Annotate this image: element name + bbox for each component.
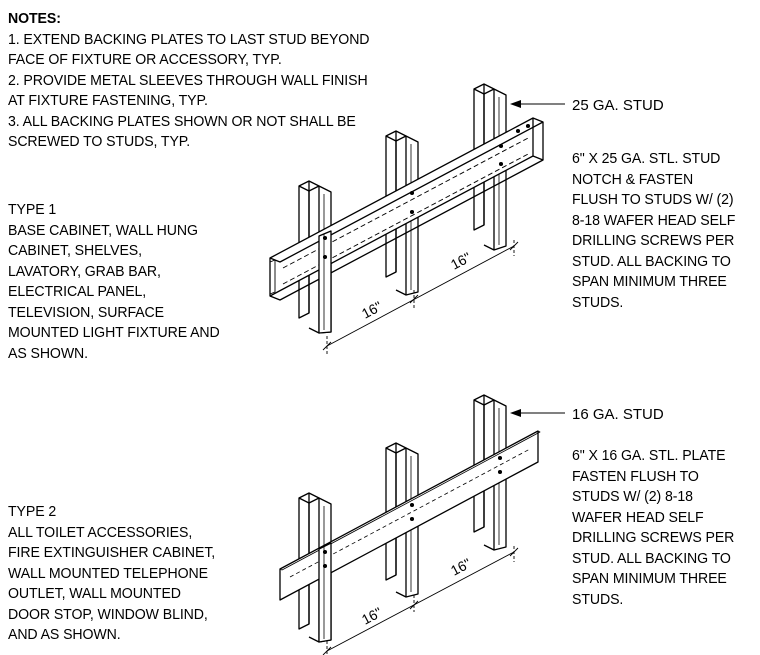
note-line: 3. ALL BACKING PLATES SHOWN OR NOT SHALL… [8,112,356,130]
type1-leader [510,100,565,108]
type2-assembly: 16" 16" 16 GA. STUD [279,394,664,655]
type1-description: TYPE 1 BASE CABINET, WALL HUNG CABINET, … [8,200,220,364]
backing-line: DRILLING SCREWS PER [572,232,735,249]
type2-line: AND AS SHOWN. [8,626,121,643]
type1-stud-label: 25 GA. STUD [572,97,664,114]
backing-line: STUDS W/ (2) 8-18 [572,488,693,505]
type1-line: AS SHOWN. [8,344,88,362]
type1-dim-right: 16" [448,249,474,273]
type1-dim-left: 16" [359,298,385,322]
backing-line: STUD. ALL BACKING TO [572,549,731,567]
type2-backing-plate [279,430,541,643]
type1-title: TYPE 1 [8,201,57,218]
type2-backing-note: 6" X 16 GA. STL. PLATE FASTEN FLUSH TO S… [572,446,734,610]
backing-line: STUD. ALL BACKING TO [572,252,731,270]
type2-line: FIRE EXTINGUISHER CABINET, [8,544,216,561]
type2-leader [510,409,565,417]
type1-line: MOUNTED LIGHT FIXTURE AND [8,324,220,341]
backing-line: WAFER HEAD SELF [572,508,704,526]
type2-dim-left: 16" [359,604,385,628]
type1-line: ELECTRICAL PANEL, [8,283,147,300]
backing-line: STUDS. [572,590,624,608]
note-line: SCREWED TO STUDS, TYP. [8,133,191,150]
note-line: 2. PROVIDE METAL SLEEVES THROUGH WALL FI… [8,71,368,89]
type1-line: TELEVISION, SURFACE [8,303,165,321]
backing-line: SPAN MINIMUM THREE [572,570,727,587]
backing-line: STUDS. [572,293,624,311]
backing-line: 6" X 25 GA. STL. STUD [572,150,721,167]
note-line: FACE OF FIXTURE OR ACCESSORY, TYP. [8,51,282,68]
backing-line: 6" X 16 GA. STL. PLATE [572,447,726,464]
type2-stud-label: 16 GA. STUD [572,406,664,423]
backing-line: FASTEN FLUSH TO [572,467,699,485]
backing-line: SPAN MINIMUM THREE [572,273,727,290]
type1-backing-note: 6" X 25 GA. STL. STUD NOTCH & FASTEN FLU… [572,149,735,313]
type1-line: CABINET, SHELVES, [8,242,142,259]
backing-line: NOTCH & FASTEN [572,170,694,188]
type2-line: OUTLET, WALL MOUNTED [8,585,181,602]
type2-line: ALL TOILET ACCESSORIES, [8,523,193,541]
note-line: 1. EXTEND BACKING PLATES TO LAST STUD BE… [8,30,370,48]
type2-line: DOOR STOP, WINDOW BLIND, [8,605,208,623]
backing-line: 8-18 WAFER HEAD SELF [572,211,736,229]
type1-line: LAVATORY, GRAB BAR, [8,262,161,280]
type1-line: BASE CABINET, WALL HUNG [8,221,198,239]
type2-title: TYPE 2 [8,503,57,520]
notes-title: NOTES: [8,10,61,27]
type2-description: TYPE 2 ALL TOILET ACCESSORIES, FIRE EXTI… [8,502,215,646]
type1-backing-channel [269,117,544,334]
type2-line: WALL MOUNTED TELEPHONE [8,564,208,582]
backing-line: DRILLING SCREWS PER [572,529,735,546]
type1-assembly: 16" 16" 25 GA. STUD [269,83,664,356]
type1-dimension [322,240,519,356]
backing-line: FLUSH TO STUDS W/ (2) [572,191,734,208]
notes-block: NOTES: 1. EXTEND BACKING PLATES TO LAST … [8,9,370,153]
note-line: AT FIXTURE FASTENING, TYP. [8,92,208,109]
type2-dimension [322,546,519,655]
